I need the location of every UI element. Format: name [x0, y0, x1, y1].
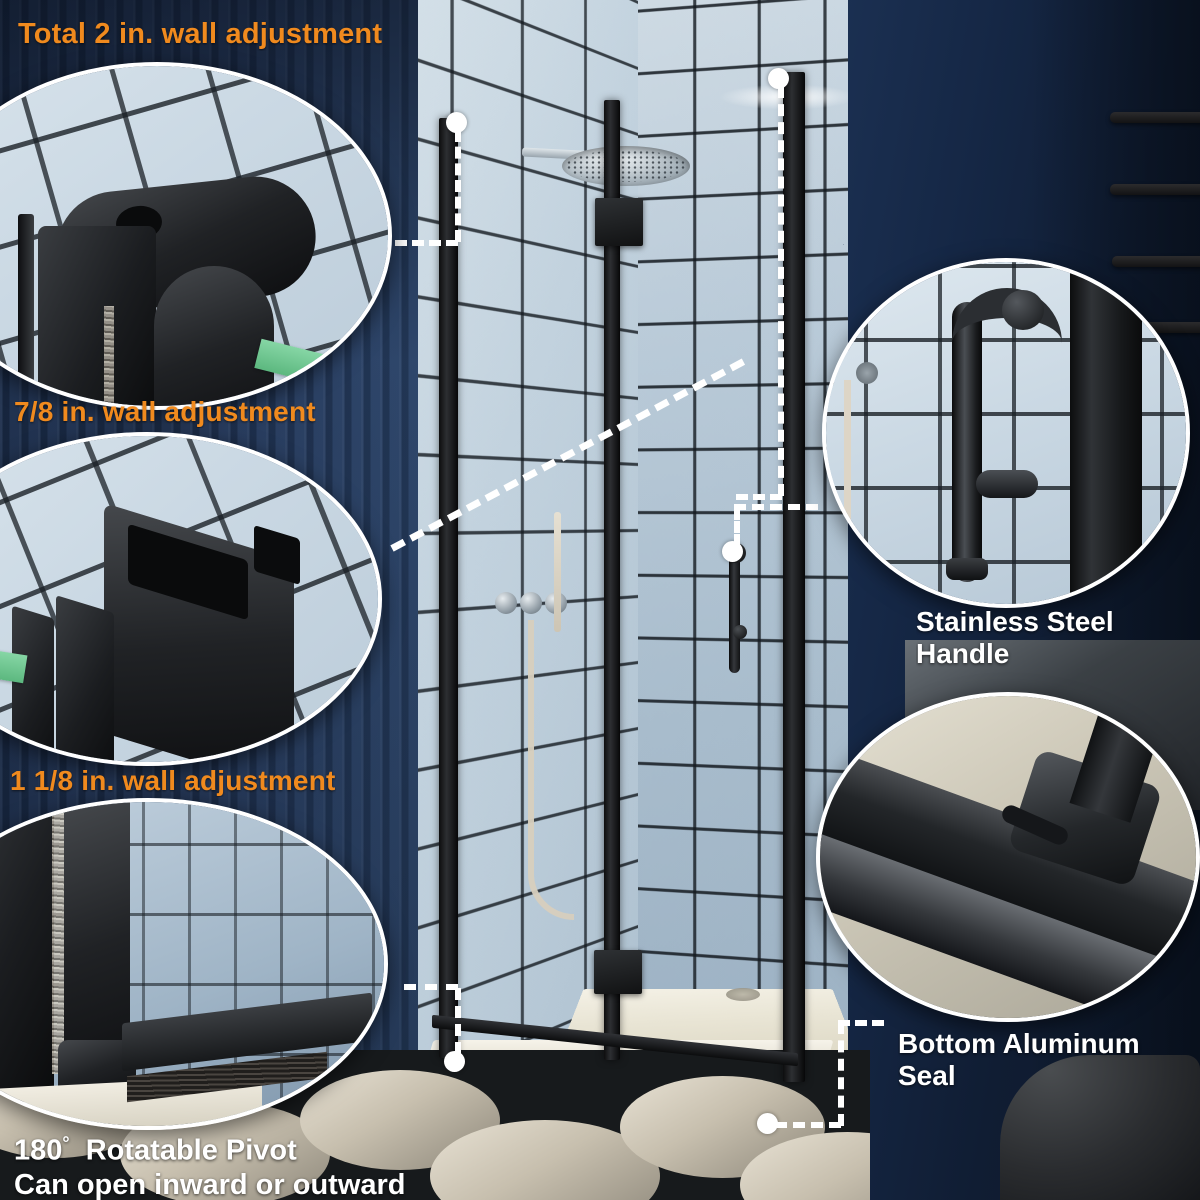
towel-bar — [1110, 112, 1200, 123]
right-wall-profile — [783, 72, 805, 1082]
handle-base-collar — [946, 558, 988, 580]
label-lower-adjustment: 1 1/8 in. wall adjustment — [10, 765, 336, 796]
center-door-stile — [604, 100, 620, 1060]
leader-segment — [778, 86, 784, 496]
leader-segment — [736, 494, 782, 500]
leader-dot-top-right — [768, 68, 789, 89]
leader-segment — [838, 1020, 884, 1026]
wall-valve — [856, 362, 878, 384]
callout-stainless-handle — [822, 258, 1190, 608]
handle-lower-standoff — [976, 470, 1038, 498]
door-stile-closeup — [1070, 262, 1142, 604]
pivot-cylinder — [154, 266, 274, 406]
label-bottom-seal: Bottom Aluminum Seal — [898, 1028, 1140, 1091]
gasket-fin — [56, 595, 114, 762]
towel-bar — [1110, 184, 1200, 195]
rainfall-shower-head — [562, 146, 690, 186]
handle-upper-standoff — [1002, 290, 1044, 330]
shower-hose — [528, 620, 574, 920]
handle-lower-mount — [733, 625, 747, 639]
label-stainless-handle: Stainless Steel Handle — [916, 606, 1114, 669]
callout-lower-adjustment — [0, 798, 388, 1130]
callout-upper-adjustment — [0, 432, 382, 766]
lower-hinge — [594, 950, 642, 994]
leader-segment — [734, 508, 740, 546]
gasket-fin — [12, 605, 54, 762]
label-upper-adjustment: 7/8 in. wall adjustment — [14, 396, 316, 427]
label-total-adjustment: Total 2 in. wall adjustment — [18, 18, 383, 50]
towel-bar — [1112, 256, 1200, 267]
pivot-degrees-value: 180 — [14, 1134, 63, 1167]
leader-segment — [838, 1022, 844, 1126]
callout-total-adjustment — [0, 62, 392, 410]
leader-segment — [734, 504, 818, 510]
label-rotatable-pivot: 180° Rotatable Pivot Can open inward or … — [14, 1126, 406, 1200]
pivot-subtext: Can open inward or outward — [14, 1168, 406, 1200]
leader-dot-top-left — [446, 112, 467, 133]
vanity-basin — [1000, 1055, 1200, 1200]
pivot-label-text: Rotatable Pivot — [85, 1134, 297, 1167]
handheld-shower-wand — [554, 512, 561, 632]
leader-dot-bottom-left — [444, 1051, 465, 1072]
degree-symbol: ° — [62, 1133, 70, 1153]
brush-seal — [104, 306, 114, 406]
leader-segment — [378, 240, 458, 246]
door-pull-handle — [729, 555, 740, 673]
leader-dot-bottom-right — [757, 1113, 778, 1134]
glass-edge-channel — [18, 214, 34, 406]
leader-segment — [775, 1122, 841, 1128]
callout-bottom-seal — [816, 692, 1200, 1022]
shower-hose-closeup — [844, 380, 902, 604]
handle-vertical-bar — [952, 302, 982, 582]
upper-hinge — [595, 198, 643, 246]
wall-profile-body — [38, 226, 156, 406]
left-wall-profile — [439, 118, 458, 1058]
leader-segment — [455, 130, 461, 242]
leader-dot-handle — [722, 541, 743, 562]
wall-profile-column — [0, 802, 54, 1102]
tray-drain — [726, 988, 760, 1001]
leader-segment — [455, 988, 461, 1054]
shower-head-nozzles — [566, 150, 686, 182]
leader-segment — [404, 984, 458, 990]
brush-seal — [52, 802, 66, 1074]
